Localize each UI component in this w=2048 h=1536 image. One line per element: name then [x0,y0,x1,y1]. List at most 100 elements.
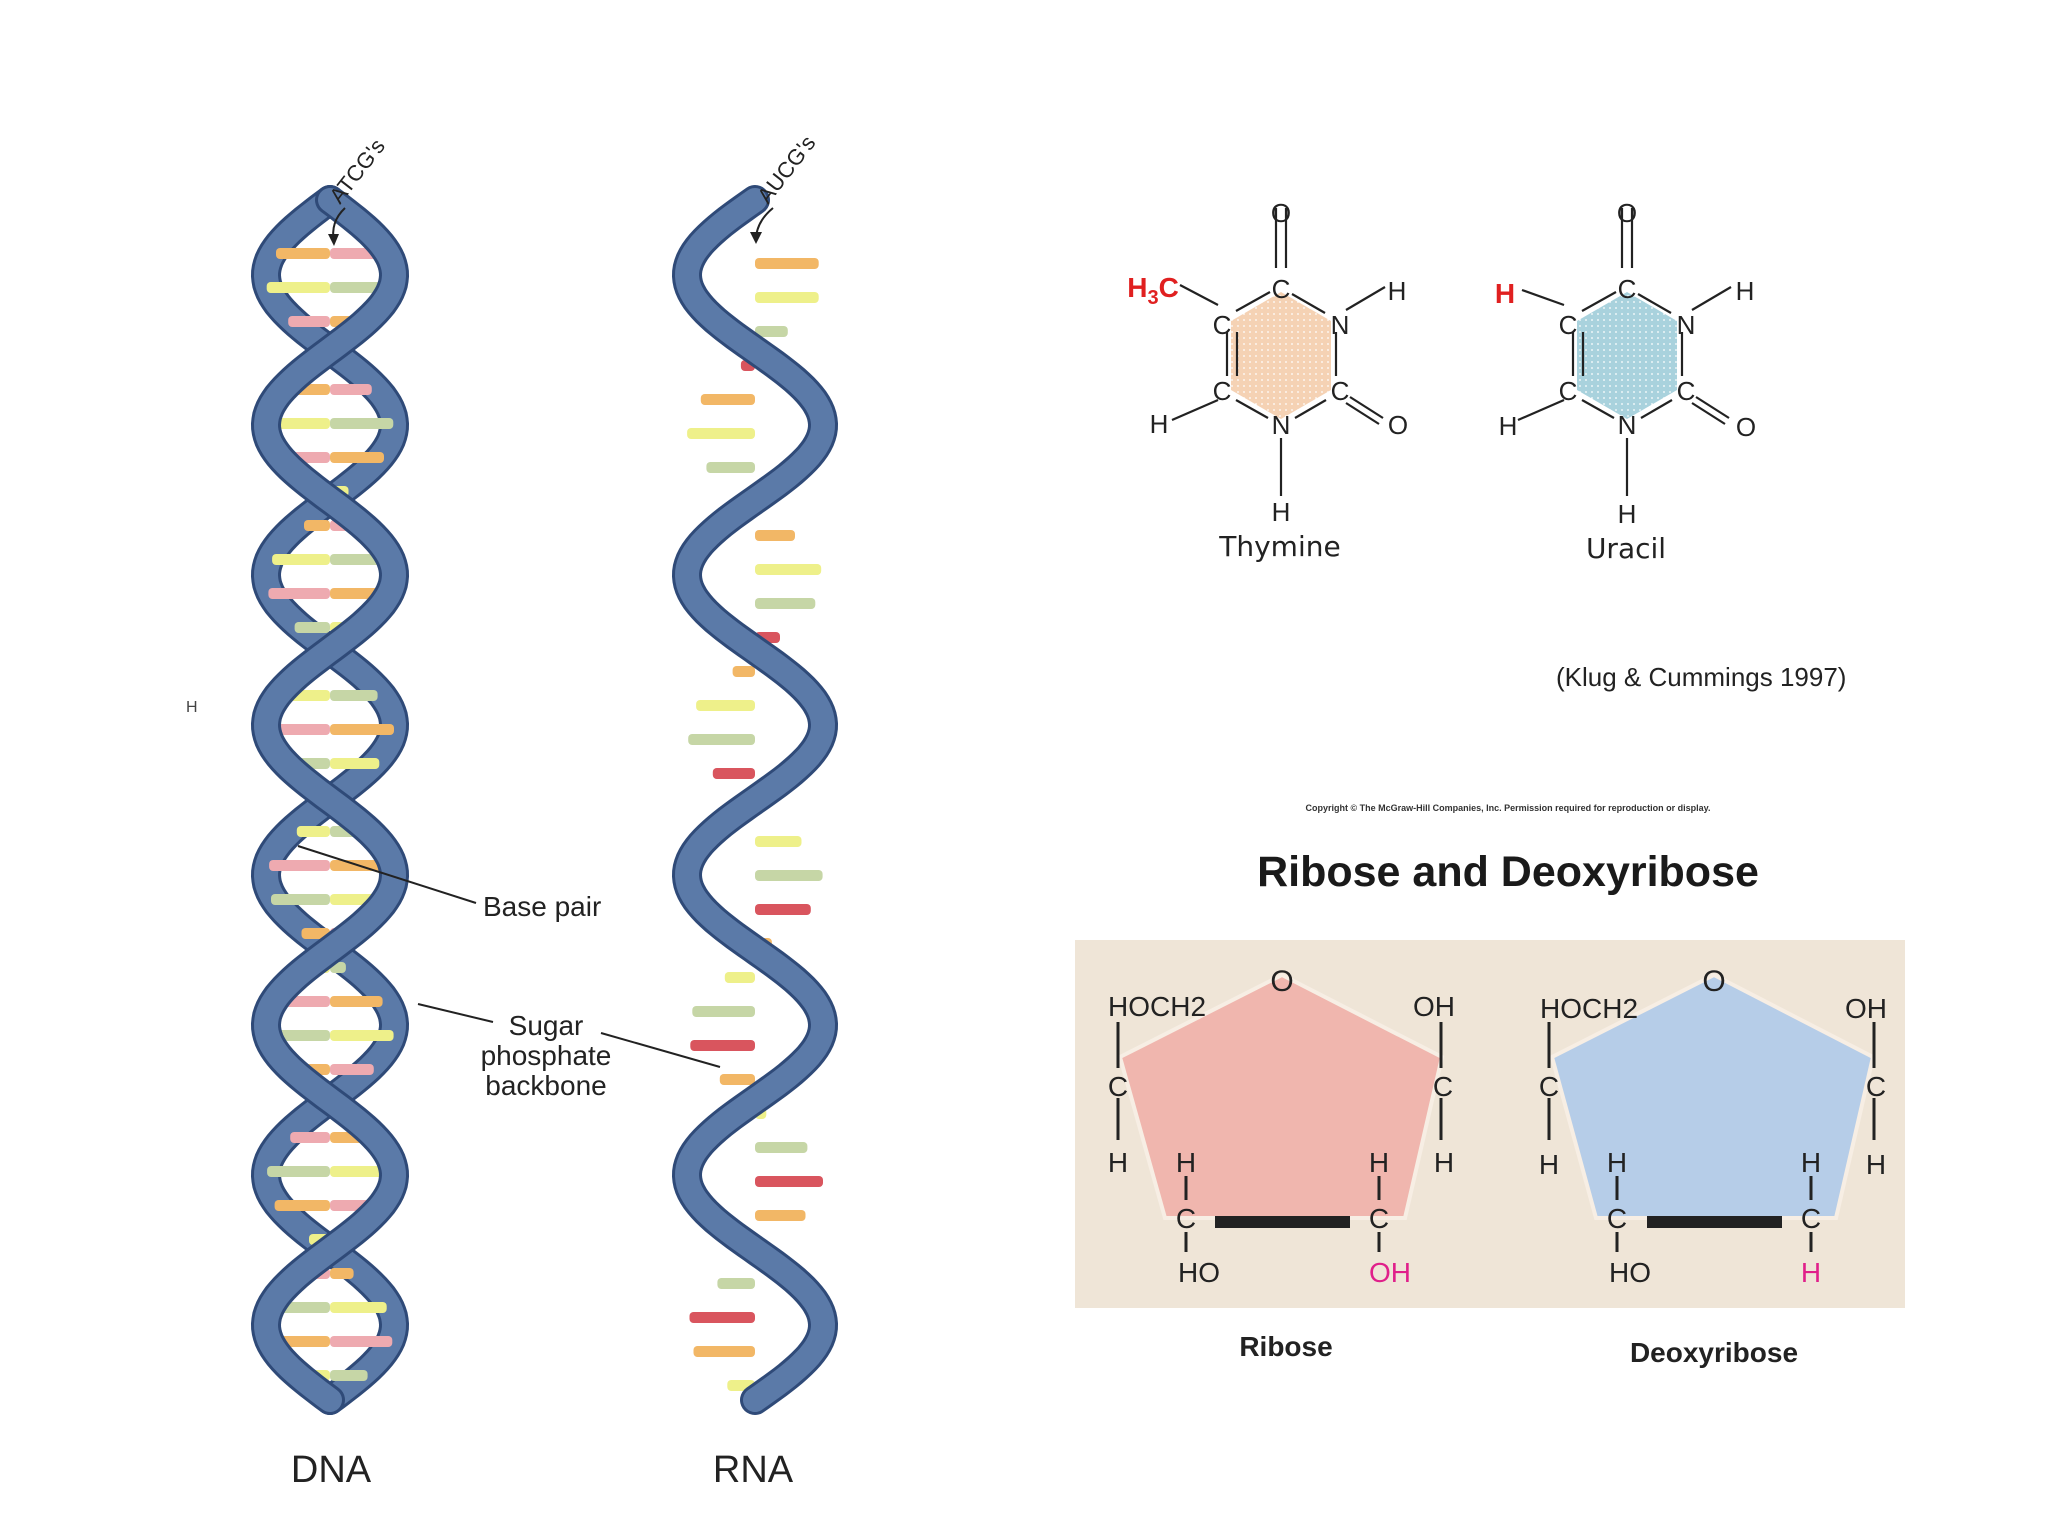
uracil-bonds [1517,208,1732,496]
uracil-h6: H [1499,411,1518,441]
deoxyribose-o3: HO [1609,1257,1651,1288]
rna-base [755,1210,806,1221]
rna-base [687,428,755,439]
rna-base [755,598,816,609]
dna-title: DNA [291,1449,372,1491]
deoxyribose-c3: C [1607,1203,1627,1234]
rna-base [755,564,822,575]
thymine-ring-fill [1231,292,1331,419]
rna-base [712,768,755,779]
thymine-methyl-text: H [1127,272,1147,303]
rna-base [755,1142,808,1153]
ribose-h3: H [1176,1147,1196,1178]
sugars-title: Ribose and Deoxyribose [1257,848,1759,896]
thymine-c6: C [1213,376,1232,406]
rna-backbone [671,185,839,1415]
ribose-h2: H [1369,1147,1389,1178]
rna-base [755,258,819,269]
rna-bases-label: AUCG's [752,131,820,208]
uracil-n1: N [1618,410,1637,440]
uracil-name: Uracil [1586,532,1666,565]
dna-base-right [330,1030,394,1041]
thymine-n1: N [1272,410,1291,440]
thymine-h6: H [1150,409,1169,439]
uracil-ring-fill [1577,292,1677,419]
dna-base-right [330,690,378,701]
rna-base [724,972,755,983]
rna-base [755,1176,823,1187]
dna-base-left [268,588,330,599]
deoxyribose-o2: H [1801,1257,1821,1288]
rna-base [755,836,802,847]
thymine-o2: O [1388,410,1408,440]
rna-base [689,1312,755,1323]
dna-base-right [330,384,372,395]
uracil-structure: O C N H C O N H C H C H Uracil [1495,198,1756,565]
dna-base-right [330,1166,393,1177]
copyright-notice: Copyright © The McGraw-Hill Companies, I… [1305,803,1710,813]
dna-base-left [269,860,330,871]
dna-strand-front [253,188,407,1412]
dna-base-right [330,724,394,735]
dna-base-left [266,282,330,293]
uracil-c4: C [1618,274,1637,304]
deoxyribose-h4: H [1539,1149,1559,1180]
deoxyribose-ring-o: O [1702,965,1725,998]
thymine-bonds [1171,208,1386,496]
thymine-structure: O C N H C O N H C H C H3C Thymine [1127,198,1408,563]
thymine-methyl-carbon: C [1159,272,1179,303]
rna-base [719,1074,755,1085]
dna-bases-label: ATCG's [324,134,390,208]
dna-base-right [330,758,380,769]
dna-base-left [301,928,330,939]
dna-base-right [330,1268,354,1279]
stray-mark: H [186,699,198,716]
ribose-bonds [1116,1022,1443,1252]
rna-base [755,530,795,541]
backbone-label-line3: backbone [485,1070,606,1101]
rna-base [755,904,811,915]
deoxyribose-oh1: OH [1845,993,1887,1024]
ribose-h4: H [1108,1147,1128,1178]
citation: (Klug & Cummings 1997) [1556,662,1846,692]
rna-base [706,462,755,473]
deoxyribose-hoch2: HOCH2 [1540,993,1638,1024]
uracil-c2: C [1677,376,1696,406]
uracil-c5: C [1559,310,1578,340]
thymine-c5: C [1213,310,1232,340]
dna-base-right [330,1302,387,1313]
dna-base-left [290,1132,330,1143]
ribose-hoch2: HOCH2 [1108,991,1206,1022]
rna-base [690,1040,755,1051]
dna-base-left [288,316,330,327]
uracil-h5: H [1495,278,1515,309]
rna-base [693,1346,755,1357]
deoxyribose-bonds [1547,1022,1876,1252]
thymine-name: Thymine [1218,530,1340,563]
ribose-c3: C [1176,1203,1196,1234]
dna-base-right [330,418,394,429]
deoxyribose-name: Deoxyribose [1630,1337,1798,1368]
ribose-h1: H [1434,1147,1454,1178]
backbone-label-line2: phosphate [481,1040,612,1071]
ribose-c2: C [1369,1203,1389,1234]
dna-base-left [272,554,330,565]
backbone-leader-dna [417,1003,494,1023]
backbone-label-line1: Sugar [509,1010,584,1041]
rna-base [717,1278,755,1289]
ribose-oh1: OH [1413,991,1455,1022]
thymine-methyl: H3C [1127,272,1179,309]
base-pair-leader [297,845,477,904]
dna-base-right [330,452,384,463]
deoxyribose-h1: H [1866,1149,1886,1180]
deoxyribose-c2: C [1801,1203,1821,1234]
dna-base-right [330,1336,393,1347]
deoxyribose-c1: C [1866,1071,1886,1102]
ribose-c4: C [1108,1071,1128,1102]
rna-base [692,1006,755,1017]
uracil-o2: O [1736,412,1756,442]
thymine-n3: N [1331,310,1350,340]
thymine-c2: C [1331,376,1350,406]
rna-strand [674,188,836,1412]
rna-bases-arrowhead [750,232,762,244]
